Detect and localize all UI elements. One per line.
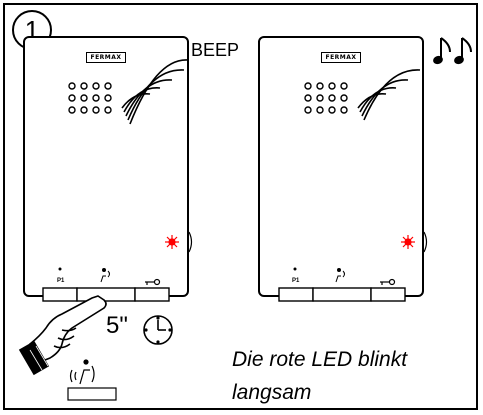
button-panel-icon: [67, 387, 117, 401]
side-bulge: [188, 231, 193, 253]
svg-text:P1: P1: [292, 278, 300, 284]
led-icon: [165, 235, 179, 249]
p1-button-icon: P1: [292, 267, 300, 284]
sound-wave-icon: [121, 59, 189, 125]
door-key-icon: [380, 278, 396, 286]
intercom-device-right: FERMAX: [258, 36, 424, 297]
brand-logo: FERMAX: [86, 52, 126, 63]
speaking-person-icon: [69, 359, 95, 385]
door-key-icon: [145, 278, 161, 286]
music-notes-icon: [433, 37, 472, 65]
side-bulge: [423, 231, 428, 253]
handset-button-icon: [100, 268, 110, 283]
svg-text:P1: P1: [57, 278, 65, 284]
press-duration-label: 5": [106, 312, 128, 339]
speaker-grille-icon: [304, 82, 348, 114]
brand-logo: FERMAX: [321, 52, 361, 63]
intercom-device-left: FERMAX: [23, 36, 189, 297]
beep-label: BEEP: [191, 40, 240, 60]
led-icon: [401, 235, 415, 249]
hand-pressing-icon: [18, 295, 107, 376]
button-strip-right: [278, 287, 406, 302]
button-strip-left: [42, 287, 170, 302]
handset-button-icon: [335, 268, 345, 283]
led-caption: Die rote LED blinkt langsam: [232, 348, 408, 404]
p1-button-icon: P1: [57, 267, 65, 284]
clock-icon: [143, 315, 173, 345]
sound-wave-icon: [357, 69, 421, 121]
speaker-grille-icon: [68, 82, 112, 114]
